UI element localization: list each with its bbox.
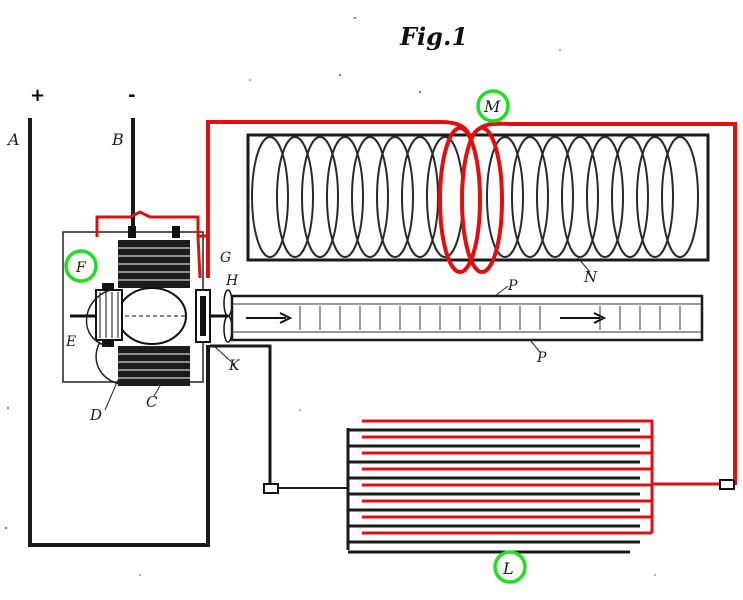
label-m: M <box>483 97 501 116</box>
radiator-l <box>346 419 735 554</box>
minus-terminal-sign: - <box>128 85 135 106</box>
terminal-post-2 <box>172 226 180 238</box>
label-p-upper: P <box>507 278 518 294</box>
label-b: B <box>111 130 124 149</box>
red-top-wire <box>206 120 737 485</box>
fan-h <box>210 289 233 343</box>
airflow-arrow-2 <box>560 312 607 324</box>
label-c: C <box>146 393 158 411</box>
marker-l <box>493 550 527 584</box>
brush-lower <box>102 339 114 347</box>
airflow-arrow-1 <box>246 312 293 324</box>
coil-box-frame <box>246 133 710 262</box>
label-d: D <box>89 406 102 424</box>
terminal-post-1 <box>128 226 136 238</box>
return-wire <box>210 344 272 488</box>
wire-a <box>28 118 210 547</box>
motor-red-wiring <box>95 210 210 279</box>
marker-m <box>476 89 510 123</box>
label-p-lower: P <box>536 350 547 366</box>
brush-upper <box>102 283 114 291</box>
motor-assembly <box>62 226 233 386</box>
green-markers <box>64 89 527 584</box>
label-n: N <box>583 268 598 286</box>
label-l: L <box>502 559 514 578</box>
marker-f <box>64 249 98 283</box>
highlighted-coil-m <box>438 126 504 274</box>
connector-left <box>263 483 279 494</box>
label-h: H <box>225 273 239 289</box>
figure-title: Fig.1 <box>399 22 468 51</box>
label-f: F <box>75 260 87 276</box>
lower-field-coil <box>118 346 190 386</box>
air-duct-p <box>230 294 704 342</box>
heater-coil-box <box>246 126 710 274</box>
label-a: A <box>6 130 20 149</box>
connector-right <box>719 479 735 490</box>
label-e: E <box>65 334 76 350</box>
helical-coil-n <box>251 136 699 258</box>
label-g: G <box>220 250 231 266</box>
plus-terminal-sign: + <box>30 85 45 106</box>
scan-speckle <box>5 17 656 576</box>
